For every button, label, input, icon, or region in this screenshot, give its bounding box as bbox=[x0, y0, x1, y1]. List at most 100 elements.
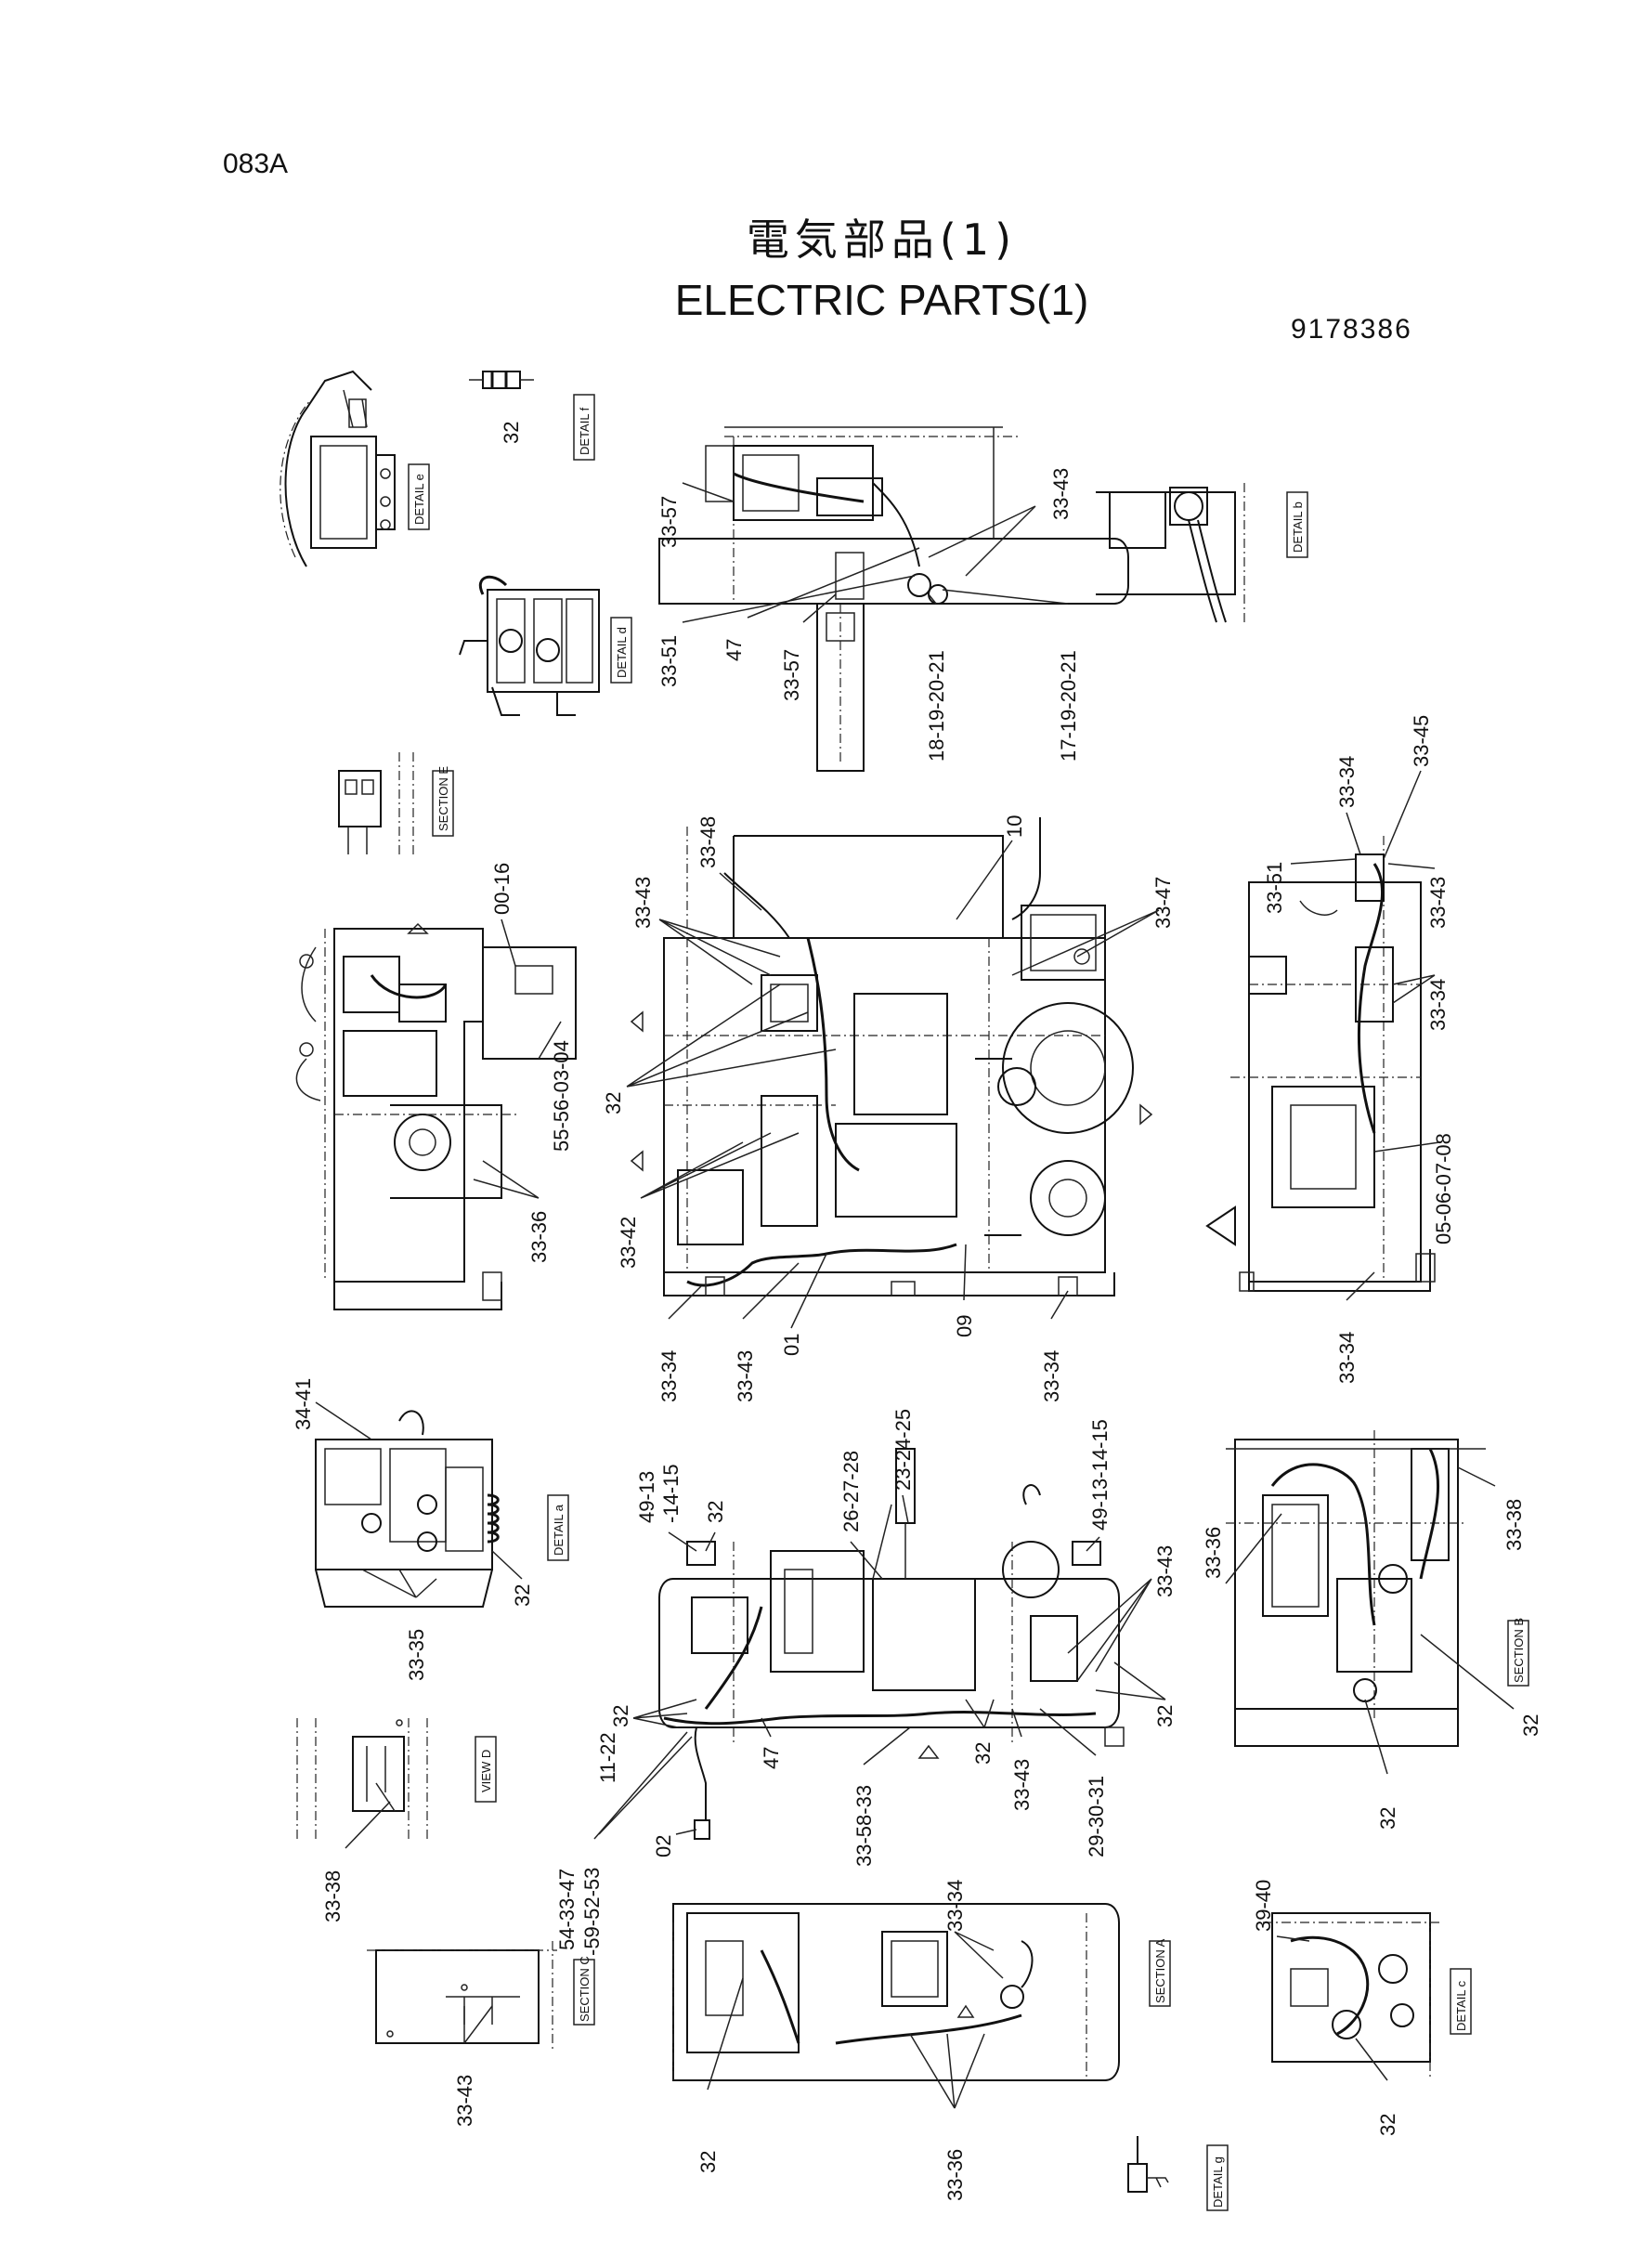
callout-09: 09 bbox=[953, 1315, 976, 1337]
view-d-drawing bbox=[296, 1718, 428, 1839]
section-c-drawing bbox=[367, 1941, 557, 2052]
detail-e-drawing bbox=[280, 370, 396, 567]
callout-33-51-top: 33-51 bbox=[657, 635, 681, 687]
callout-47-top: 47 bbox=[722, 639, 746, 661]
svg-text:DETAIL b: DETAIL b bbox=[1291, 502, 1305, 553]
callout-33-57-lower: 33-57 bbox=[780, 649, 803, 701]
section-e-drawing bbox=[338, 752, 414, 854]
callout-33-34-right-bottom: 33-34 bbox=[1335, 1332, 1359, 1384]
callout-33-36-right: 33-36 bbox=[1202, 1527, 1225, 1579]
callout-33-34-center-right: 33-34 bbox=[1040, 1350, 1063, 1402]
detail-f-drawing bbox=[469, 371, 534, 389]
callout-32-lower-mid: 32 bbox=[971, 1742, 995, 1765]
callout-34-41: 34-41 bbox=[292, 1378, 315, 1430]
detail-f-tag: DETAIL f bbox=[573, 394, 595, 461]
section-c-tag: SECTION C bbox=[573, 1956, 595, 2026]
detail-b-drawing bbox=[1096, 483, 1245, 623]
callout-01: 01 bbox=[780, 1334, 803, 1356]
detail-d-tag: DETAIL d bbox=[610, 617, 632, 684]
callout-32-detail-c: 32 bbox=[1376, 2114, 1399, 2136]
detail-b-tag: DETAIL b bbox=[1286, 491, 1308, 558]
detail-d-drawing bbox=[459, 575, 600, 716]
callout-11-22: 11-22 bbox=[596, 1732, 619, 1783]
callout-33-36-section-a: 33-36 bbox=[943, 2149, 967, 2201]
detail-c-tag: DETAIL c bbox=[1450, 1968, 1472, 2035]
center-main-view bbox=[630, 817, 1153, 1296]
detail-a-drawing bbox=[315, 1410, 500, 1608]
title-english: ELECTRIC PARTS(1) bbox=[674, 276, 1089, 324]
callout-33-38-view-d: 33-38 bbox=[321, 1870, 345, 1922]
callout-33-43-right: 33-43 bbox=[1426, 877, 1450, 929]
callout-14-15-left: -14-15 bbox=[659, 1464, 683, 1523]
top-center-assembly bbox=[658, 426, 1129, 772]
callout-32-lower-right: 32 bbox=[1153, 1705, 1177, 1727]
svg-text:DETAIL g: DETAIL g bbox=[1211, 2156, 1225, 2208]
callout-32-lower-left: 32 bbox=[609, 1705, 632, 1727]
svg-text:DETAIL d: DETAIL d bbox=[615, 627, 629, 678]
svg-text:VIEW D: VIEW D bbox=[479, 1750, 493, 1792]
title-japanese: 電気部品(1) bbox=[746, 215, 1018, 265]
callout-33-34-center-left: 33-34 bbox=[657, 1350, 681, 1402]
right-side-view bbox=[1205, 836, 1436, 1292]
callout-32-section-b-bottom: 32 bbox=[1376, 1807, 1399, 1830]
callout-10: 10 bbox=[1003, 815, 1026, 838]
callout-33-34-section-a: 33-34 bbox=[943, 1880, 967, 1932]
callout-33-51-right: 33-51 bbox=[1263, 862, 1286, 914]
detail-g-tag: DETAIL g bbox=[1206, 2144, 1229, 2211]
center-lower-view bbox=[658, 1448, 1125, 1840]
page-code: 083A bbox=[223, 149, 289, 179]
section-b-drawing bbox=[1226, 1430, 1486, 1747]
callout-49-13-left: 49-13 bbox=[635, 1471, 658, 1523]
callout-29-30-31: 29-30-31 bbox=[1085, 1776, 1108, 1857]
callout-33-43-top: 33-43 bbox=[1049, 468, 1073, 520]
callout-26-27-28: 26-27-28 bbox=[839, 1451, 863, 1532]
callout-05-06-07-08: 05-06-07-08 bbox=[1432, 1133, 1455, 1244]
callout-33-57-top: 33-57 bbox=[657, 496, 681, 548]
detail-a-tag: DETAIL a bbox=[547, 1494, 569, 1561]
callout-33-58-33: 33-58-33 bbox=[852, 1785, 876, 1867]
svg-text:SECTION E: SECTION E bbox=[436, 766, 450, 831]
svg-text:DETAIL f: DETAIL f bbox=[578, 407, 592, 455]
left-side-view bbox=[295, 922, 577, 1310]
callout-32-detail-a: 32 bbox=[511, 1584, 534, 1607]
callout-02: 02 bbox=[652, 1835, 675, 1857]
callout-33-43-section-c: 33-43 bbox=[453, 2075, 476, 2127]
detail-g-drawing bbox=[1127, 2136, 1169, 2193]
callout-33-34-right-top: 33-34 bbox=[1335, 756, 1359, 808]
callout-54-33-47: 54-33-47 bbox=[555, 1869, 579, 1950]
svg-text:SECTION A: SECTION A bbox=[1153, 1938, 1167, 2003]
callout-23-24-25: 23-24-25 bbox=[891, 1409, 915, 1491]
callout-32-section-a: 32 bbox=[696, 2151, 720, 2173]
svg-text:DETAIL c: DETAIL c bbox=[1454, 1980, 1468, 2031]
section-a-drawing bbox=[672, 1903, 1120, 2081]
view-d-tag: VIEW D bbox=[475, 1736, 497, 1803]
callout-32-lower-top: 32 bbox=[704, 1501, 727, 1523]
callout-33-34-right-mid: 33-34 bbox=[1426, 979, 1450, 1031]
callout-17-19-20-21: 17-19-20-21 bbox=[1057, 650, 1080, 762]
svg-text:DETAIL a: DETAIL a bbox=[552, 1504, 566, 1556]
callout-33-42: 33-42 bbox=[617, 1217, 640, 1269]
callout-33-48: 33-48 bbox=[696, 816, 720, 868]
section-e-tag: SECTION E bbox=[432, 766, 454, 837]
section-a-tag: SECTION A bbox=[1149, 1938, 1171, 2007]
svg-text:SECTION B: SECTION B bbox=[1512, 1618, 1526, 1683]
callout-33-47: 33-47 bbox=[1151, 877, 1175, 929]
callout-18-19-20-21: 18-19-20-21 bbox=[925, 650, 948, 762]
callout-55-56-03-04: 55-56-03-04 bbox=[550, 1040, 573, 1152]
drawing-number: 9178386 bbox=[1291, 314, 1412, 345]
callout-32-section-b: 32 bbox=[1519, 1714, 1542, 1737]
detail-c-drawing bbox=[1263, 1912, 1439, 2080]
callout-59-52-53: -59-52-53 bbox=[580, 1868, 604, 1956]
callout-33-43-lower-mid: 33-43 bbox=[1010, 1759, 1034, 1811]
callout-47-lower: 47 bbox=[760, 1747, 783, 1769]
callout-33-43-center: 33-43 bbox=[631, 877, 655, 929]
svg-text:SECTION C: SECTION C bbox=[578, 1956, 592, 2022]
detail-e-tag: DETAIL e bbox=[408, 463, 430, 530]
callout-33-38-right: 33-38 bbox=[1502, 1499, 1526, 1551]
callout-00-16: 00-16 bbox=[490, 863, 514, 915]
callout-33-45: 33-45 bbox=[1410, 715, 1433, 767]
callout-49-13-14-15: 49-13-14-15 bbox=[1088, 1419, 1112, 1531]
section-b-tag: SECTION B bbox=[1507, 1618, 1529, 1687]
svg-text:DETAIL e: DETAIL e bbox=[412, 474, 426, 525]
